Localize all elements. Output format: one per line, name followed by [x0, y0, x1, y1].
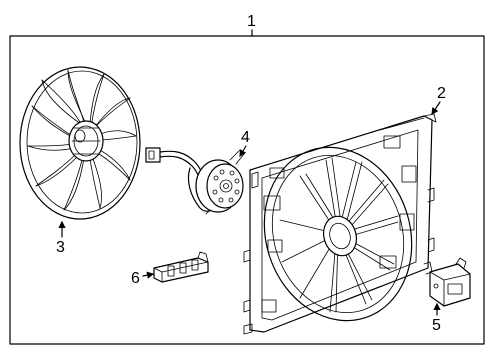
callout-5: 5	[432, 317, 441, 334]
callout-4-leader	[239, 145, 247, 158]
callout-3: 3	[56, 239, 65, 256]
control-module	[429, 257, 471, 307]
callout-1: 1	[247, 13, 256, 30]
callout-2: 2	[437, 85, 446, 102]
fan-shroud	[243, 113, 437, 335]
fan-motor	[145, 147, 245, 215]
callout-2-leader	[431, 101, 441, 115]
fan-blade	[19, 66, 141, 220]
callout-6-leader	[142, 271, 155, 279]
assembly-border	[9, 35, 485, 345]
callout-6: 6	[131, 270, 140, 287]
callout-4: 4	[241, 129, 250, 146]
harness-connector	[153, 251, 209, 283]
